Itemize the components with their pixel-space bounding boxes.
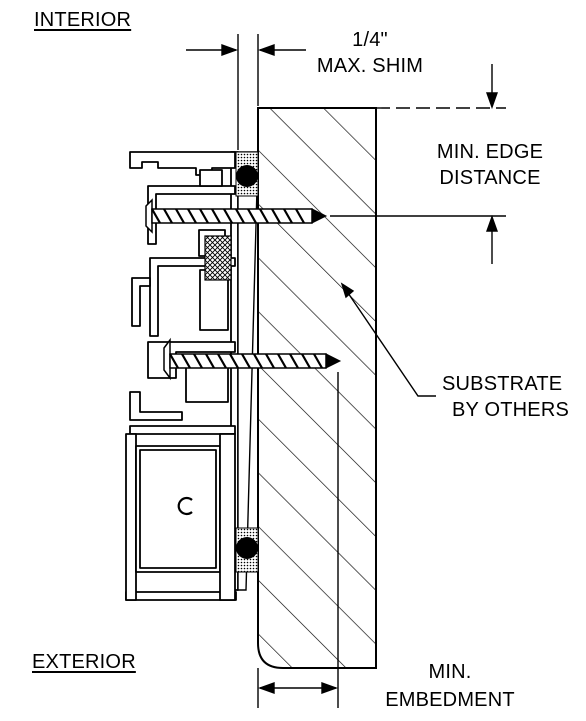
edge-distance-label-line1: MIN. EDGE — [436, 141, 544, 163]
embedment-dimension — [257, 372, 339, 708]
edge-distance-label-line2: DISTANCE — [439, 167, 541, 189]
sealant-top — [235, 151, 259, 197]
interior-label: INTERIOR — [34, 9, 132, 31]
shim-label-line1: 1/4" — [352, 29, 388, 51]
sealant-bottom — [235, 527, 259, 573]
shim-dimension — [186, 34, 306, 150]
substrate-label-line1: SUBSTRATE — [442, 373, 563, 395]
exterior-label: EXTERIOR — [32, 651, 136, 673]
anchor-screw-lower — [163, 337, 342, 381]
substrate-leader — [340, 282, 436, 397]
substrate — [257, 107, 377, 669]
shim-label-line2: MAX. SHIM — [316, 55, 424, 77]
edge-distance-dimension — [330, 64, 506, 264]
glazing-gasket — [204, 235, 232, 281]
embedment-label-line1: MIN. — [428, 661, 472, 683]
substrate-label-line2: BY OTHERS — [452, 399, 570, 421]
embedment-label-line2: EMBEDMENT — [385, 689, 515, 711]
anchor-screw-upper — [145, 198, 328, 234]
